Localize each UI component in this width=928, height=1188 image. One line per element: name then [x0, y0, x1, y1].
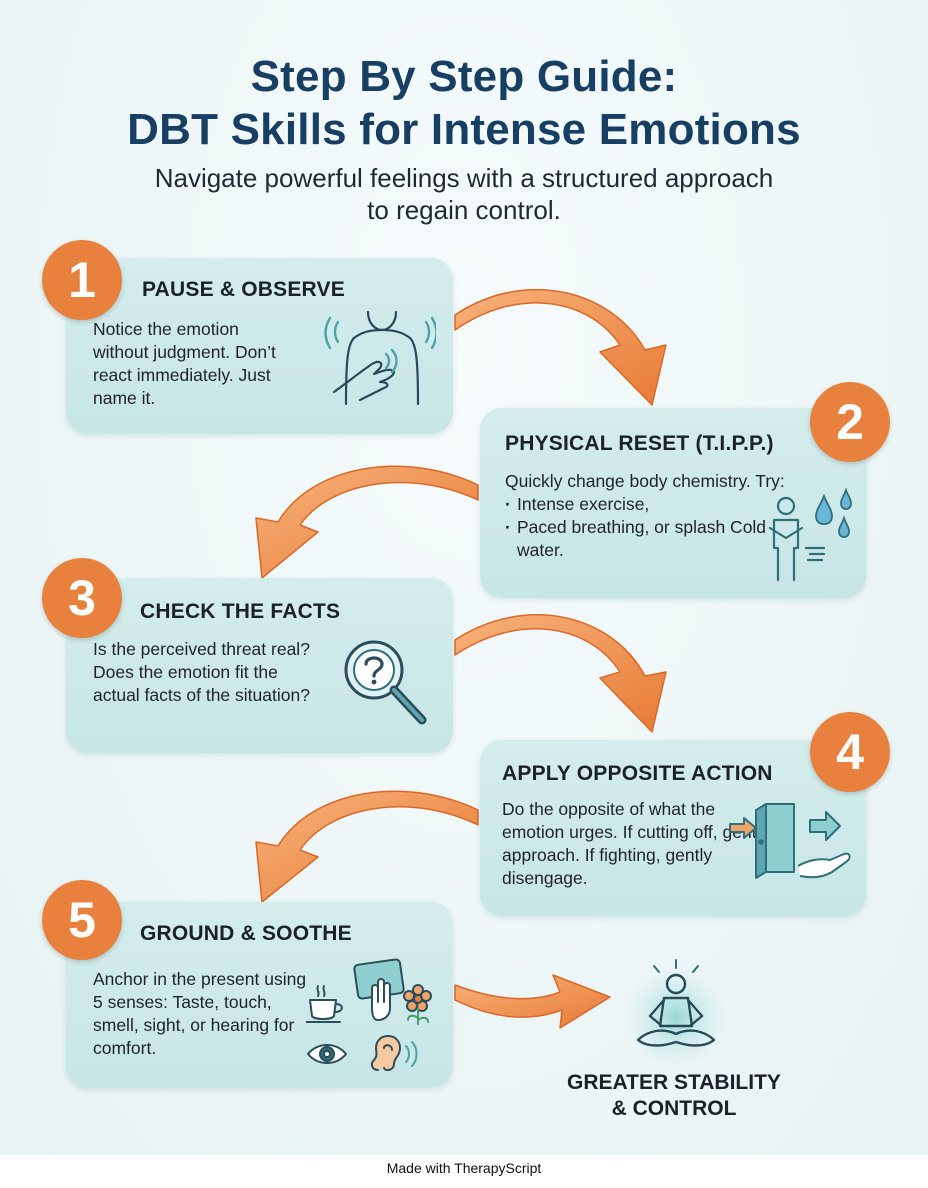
step-intro: Quickly change body chemistry. Try:: [505, 471, 785, 491]
step-card-3: CHECK THE FACTS Is the perceived threat …: [66, 578, 453, 753]
arrow-step5-to-result: [454, 974, 611, 1029]
step-number-3: 3: [42, 558, 122, 638]
meditating-person-icon: [622, 958, 730, 1064]
person-breathing-water-icon: [768, 488, 852, 582]
arrow-step1-to-step2: [454, 288, 667, 406]
step-description: Quickly change body chemistry. Try: Inte…: [505, 470, 785, 562]
step-number-4: 4: [810, 712, 890, 792]
step-bullets: Intense exercise, Paced breathing, or sp…: [505, 493, 785, 562]
step-title: APPLY OPPOSITE ACTION: [502, 762, 773, 785]
step-title: CHECK THE FACTS: [140, 600, 341, 623]
step-description: Notice the emotion without judgment. Don…: [93, 319, 276, 408]
arrow-step3-to-step4: [454, 614, 667, 733]
bullet-item: Paced breathing, or splash Cold water.: [505, 516, 785, 562]
step-card-5: GROUND & SOOTHE Anchor in the present us…: [66, 902, 453, 1088]
result-line1: GREATER STABILITY: [567, 1071, 781, 1094]
step-title: GROUND & SOOTHE: [140, 922, 352, 945]
step-description: Do the opposite of what the emotion urge…: [502, 799, 770, 888]
footer-band: [0, 1155, 928, 1188]
footer-credit: Made with TherapyScript: [386, 1160, 542, 1176]
step-description: Anchor in the present using 5 senses: Ta…: [93, 969, 307, 1058]
magnifier-question-icon: [344, 640, 427, 725]
door-arrows-hand-icon: [729, 803, 851, 879]
step-card-4: APPLY OPPOSITE ACTION Do the opposite of…: [480, 740, 866, 916]
flow-arrows: [255, 288, 667, 1029]
step-card-2: PHYSICAL RESET (T.I.P.P.) Quickly change…: [480, 408, 866, 598]
step-title: PHYSICAL RESET (T.I.P.P.): [505, 432, 774, 455]
page-subtitle: Navigate powerful feelings with a struct…: [154, 163, 774, 225]
step-description: Is the perceived threat real? Does the e…: [93, 639, 310, 705]
arrow-step4-to-step5: [255, 790, 479, 903]
step-number-1: 1: [42, 240, 122, 320]
result-title: GREATER STABILITY & CONTROL: [540, 1070, 808, 1122]
page-title-line2: DBT Skills for Intense Emotions: [127, 105, 801, 154]
step-number-2: 2: [810, 382, 890, 462]
step-number-5: 5: [42, 880, 122, 960]
hand-on-chest-icon: [324, 310, 436, 406]
page-title-line1: Step By Step Guide:: [250, 52, 678, 101]
arrow-step2-to-step3: [255, 465, 479, 579]
five-senses-icon: [306, 958, 432, 1072]
step-title: PAUSE & OBSERVE: [142, 278, 345, 301]
bullet-item: Intense exercise,: [505, 493, 785, 516]
step-card-1: PAUSE & OBSERVE Notice the emotion witho…: [66, 258, 453, 434]
result-line2: & CONTROL: [611, 1097, 737, 1120]
